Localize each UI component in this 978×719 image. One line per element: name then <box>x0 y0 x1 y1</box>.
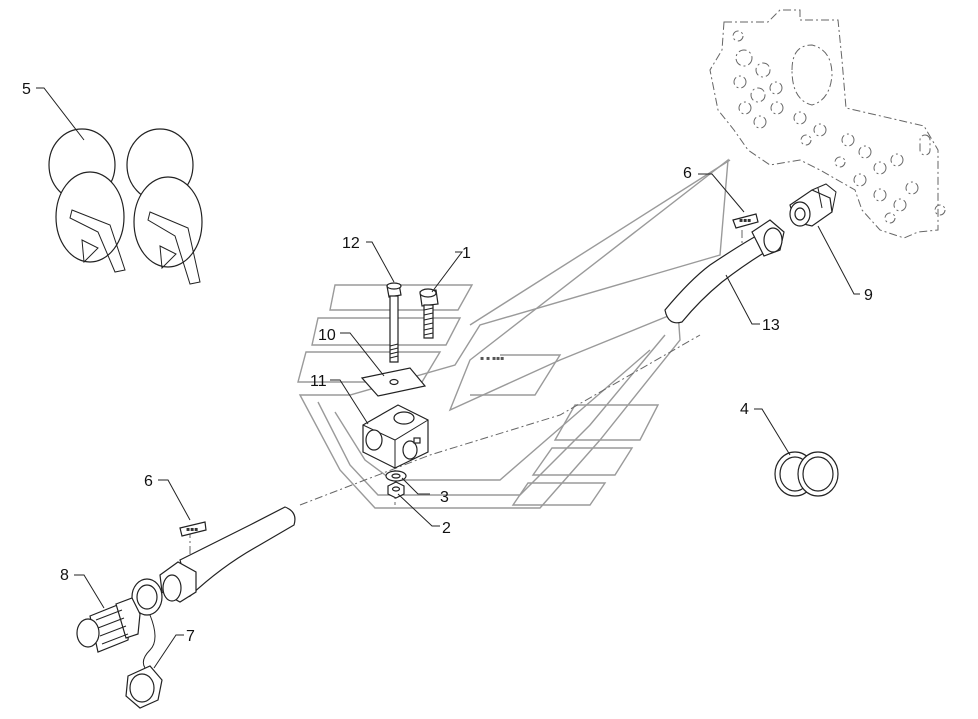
callout-4: 4 <box>740 401 749 418</box>
cable-ties <box>48 128 203 285</box>
dust-cap <box>125 578 163 709</box>
callout-labels: 5 1 12 10 11 3 2 6 4 9 13 6 8 7 <box>22 81 873 645</box>
callout-13: 12 <box>342 235 360 252</box>
hose-adapter <box>789 183 837 227</box>
bolts <box>386 282 439 363</box>
clamp-plate <box>360 367 427 397</box>
lower-hose: ▪▪▪ <box>159 506 296 603</box>
callout-6-upper: 6 <box>683 165 692 182</box>
machine-frame-outline: ▪ ▪ ▪▪▪ <box>297 158 731 509</box>
retaining-rings <box>774 451 839 497</box>
callout-6-lower: 6 <box>144 473 153 490</box>
callout-8: 8 <box>60 567 69 584</box>
frame-marking-text: ▪ ▪ ▪▪▪ <box>480 355 504 362</box>
clamp-block <box>362 404 429 469</box>
callout-12: 13 <box>762 317 780 334</box>
callout-leaders <box>36 87 860 669</box>
callout-7: 7 <box>186 628 195 645</box>
upper-hose: ▪▪▪ <box>664 213 785 324</box>
callout-3: 3 <box>440 489 449 506</box>
callout-9: 9 <box>864 287 873 304</box>
quick-coupler <box>76 597 141 653</box>
hose-tag-marking: ▪▪▪ <box>739 217 751 224</box>
callout-10: 10 <box>318 327 336 344</box>
lower-hose-tag-marking: ▪▪▪ <box>186 526 198 533</box>
callout-5: 5 <box>22 81 31 98</box>
washer-and-nut <box>385 470 407 499</box>
assembly-axis-lines <box>189 230 743 560</box>
callout-2: 2 <box>442 520 451 537</box>
callout-1: 1 <box>462 245 471 262</box>
callout-11: 11 <box>310 373 327 390</box>
mounting-plate <box>709 9 946 239</box>
